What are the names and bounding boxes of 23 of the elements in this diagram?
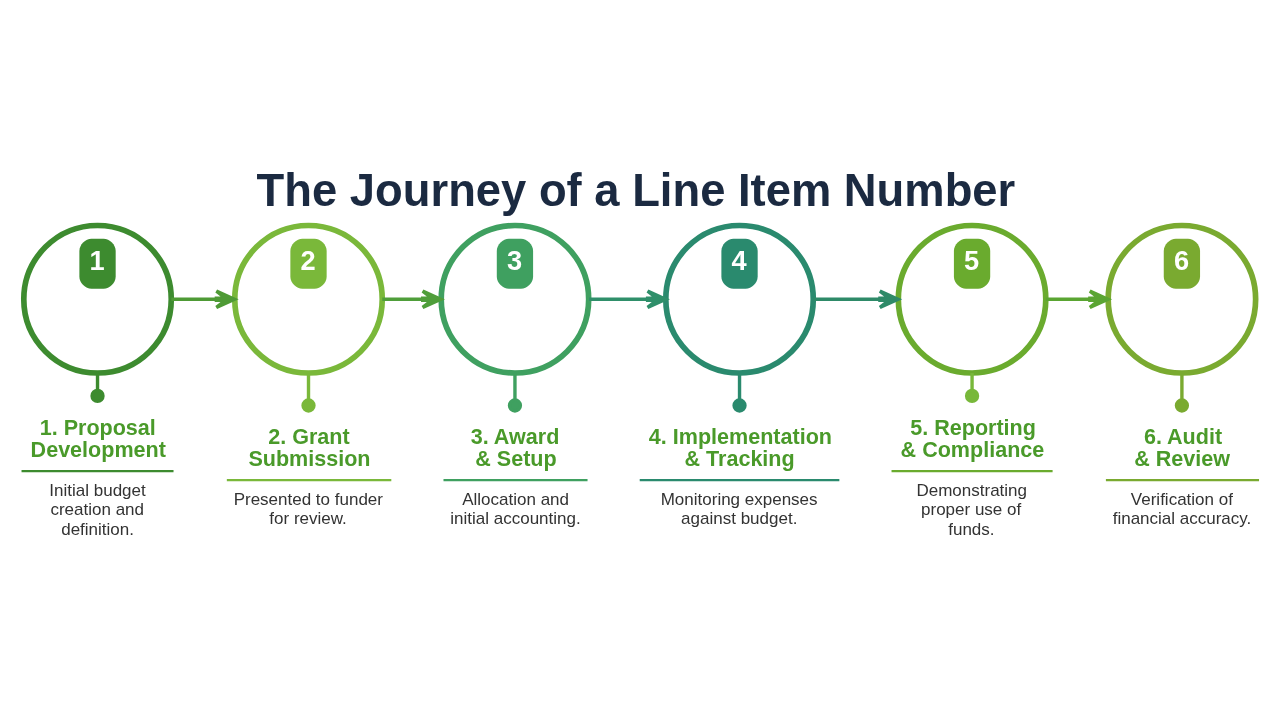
- node-circle: 1: [20, 222, 175, 376]
- connector: [301, 372, 316, 413]
- connector: [732, 372, 747, 413]
- arrow: [171, 288, 237, 309]
- node-circle: 4: [662, 222, 817, 376]
- diagram-title: The Journey of a Line Item Number: [256, 164, 1016, 216]
- node-circle: 2: [231, 222, 386, 376]
- node-circle: 5: [895, 222, 1049, 376]
- connector: [507, 372, 523, 413]
- node-text: 3. Award & Setup Allocation and initial accounting.: [450, 423, 581, 528]
- arrow: [1045, 288, 1110, 309]
- arrow: [382, 288, 443, 309]
- node-text: 5. Reporting & Compliance Demonstrating proper use of funds.: [900, 414, 1045, 539]
- node-text: 1. Proposal Development Initial budget creation and definition.: [30, 414, 166, 539]
- connector: [1174, 372, 1190, 413]
- node-circle: 3: [438, 222, 592, 376]
- connector: [964, 372, 980, 403]
- node-text: 4. Implementation & Tracking Monitoring expenses against budget.: [648, 423, 832, 528]
- node-text: 6. Audit & Review Verification of financial accuracy.: [1112, 423, 1252, 528]
- arrow: [589, 288, 668, 309]
- arrow: [813, 288, 900, 309]
- node-text: 2. Grant Submission Presented to funder for review.: [233, 423, 383, 528]
- node-circle: 6: [1105, 222, 1259, 376]
